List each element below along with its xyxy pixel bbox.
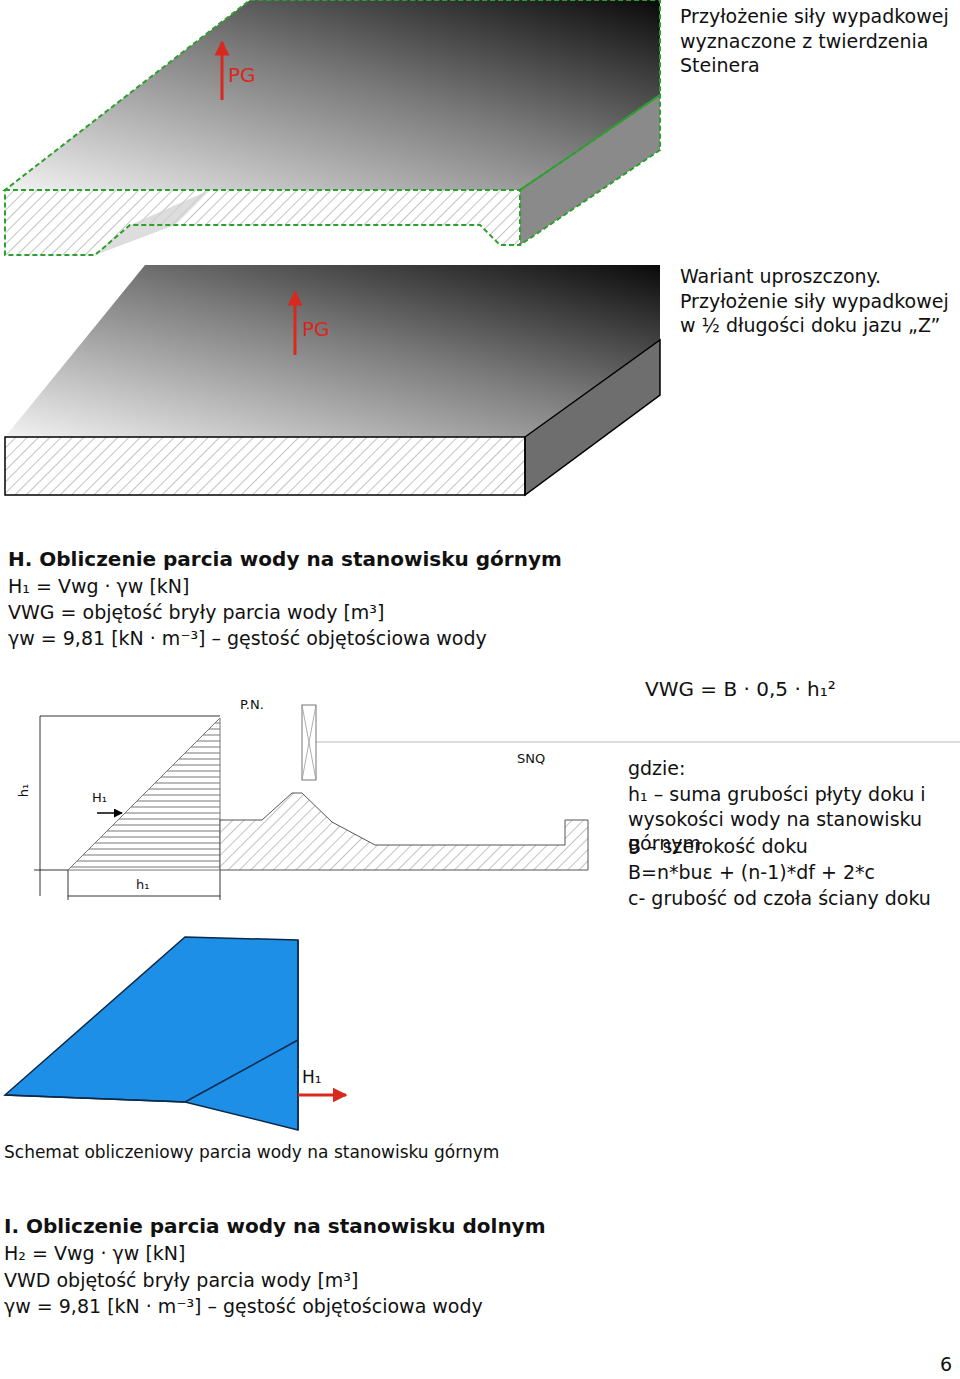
formula: H₁ = Vwg · γw [kN]: [8, 574, 908, 599]
definition: c- grubość od czoła ściany doku: [628, 886, 958, 911]
water-level-label: SNQ: [517, 751, 577, 768]
dimension-label: h₁: [136, 877, 176, 894]
pressure-prism: [5, 937, 346, 1130]
section-heading: I. Obliczenie parcia wody na stanowisku …: [4, 1213, 904, 1239]
formula: VWD objętość bryły parcia wody [m³]: [4, 1268, 904, 1293]
force-symbol: H₁: [302, 1066, 352, 1088]
page-number: 6: [940, 1352, 956, 1377]
dock-slab-3d: [5, 0, 660, 255]
side-note: Przyłożenie siły wypadkowej wyznaczone z…: [680, 4, 955, 78]
force-symbol: H₁: [92, 790, 132, 807]
dock-slab-3d: [5, 265, 660, 495]
definition: gdzie:: [628, 756, 958, 781]
figure-caption: Schemat obliczeniowy parcia wody na stan…: [4, 1141, 904, 1163]
definition: B=n*buε + (n-1)*df + 2*c: [628, 860, 958, 885]
definition: B – szerokość doku: [628, 834, 958, 859]
force-symbol: PG: [302, 316, 362, 342]
formula: VWG = objętość bryły parcia wody [m³]: [8, 600, 908, 625]
formula: VWG = B · 0,5 · h₁²: [645, 676, 955, 702]
section-heading: H. Obliczenie parcia wody na stanowisku …: [8, 546, 908, 572]
dimension-label: h₁: [16, 784, 33, 797]
formula: γw = 9,81 [kN · m⁻³] – gęstość objętości…: [4, 1294, 904, 1319]
formula: H₂ = Vwg · γw [kN]: [4, 1241, 904, 1266]
force-symbol: PG: [228, 62, 288, 88]
side-note: Wariant uproszczony. Przyłożenie siły wy…: [680, 264, 955, 338]
formula: γw = 9,81 [kN · m⁻³] – gęstość objętości…: [8, 626, 908, 651]
water-level-label: P.N.: [240, 697, 300, 714]
hydraulic-section: [34, 705, 960, 900]
